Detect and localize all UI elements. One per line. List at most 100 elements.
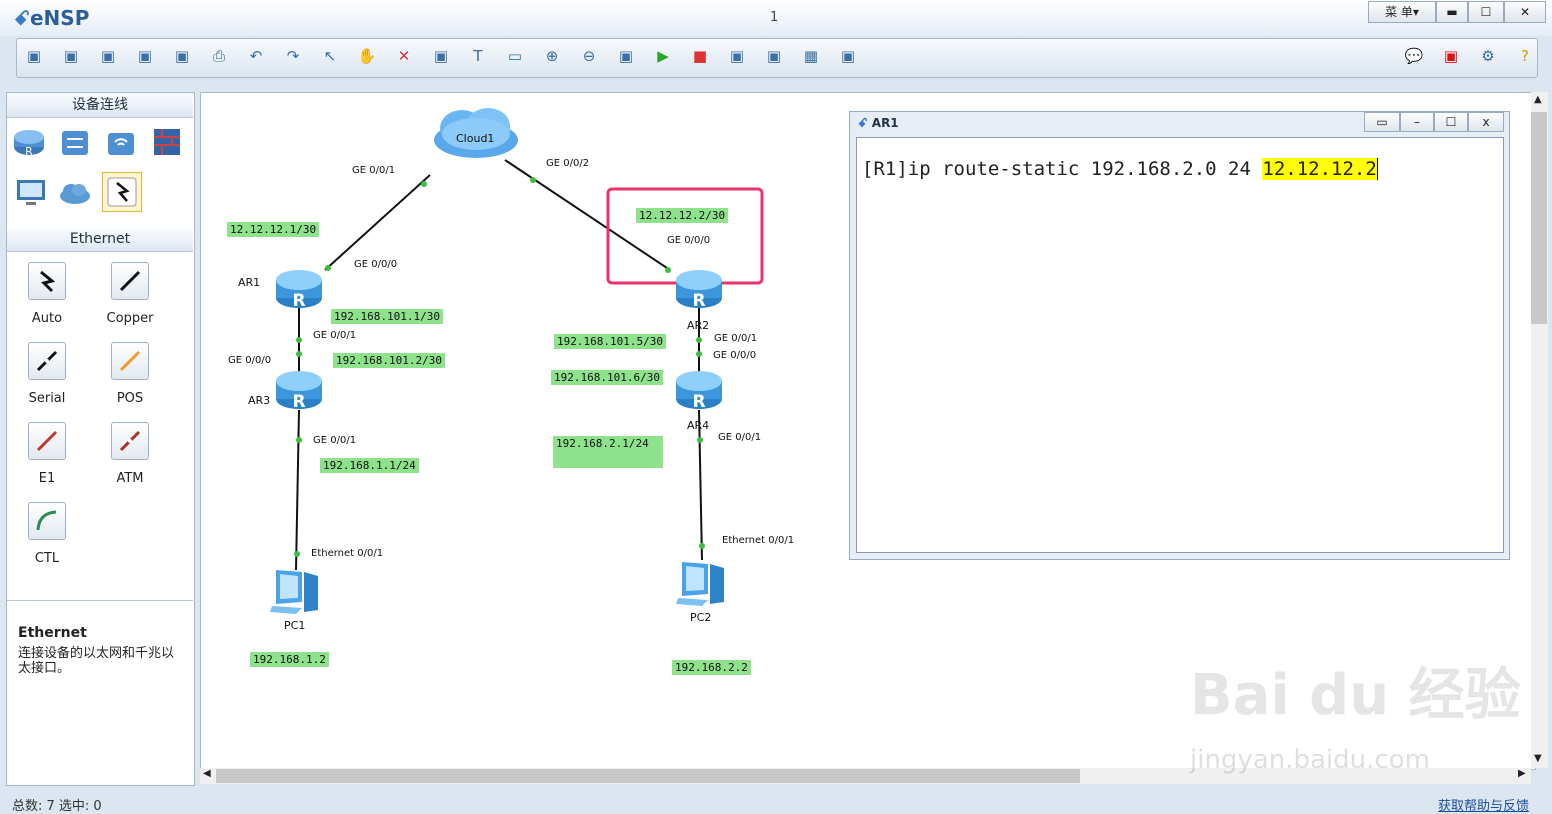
minimize-button[interactable]: ▬ [1436,1,1468,23]
delete-link-icon[interactable]: ▣ [433,47,449,65]
ar1-label: AR1 [238,276,261,289]
save-icon[interactable]: ▣ [137,47,153,65]
ip-label[interactable]: 192.168.101.1/30 [331,309,443,324]
port-label: GE 0/0/0 [228,355,272,366]
redo-icon[interactable]: ↷ [286,47,300,65]
e1-cable-button[interactable] [28,422,66,460]
svg-text:R: R [692,392,705,411]
ip-label[interactable]: 192.168.101.5/30 [554,334,666,349]
port-label: GE 0/0/0 [713,350,757,361]
close-button[interactable]: ✕ [1504,1,1546,23]
port-dot [421,181,427,187]
firewall-category-icon[interactable] [150,125,184,159]
serial-cable-button[interactable] [28,342,66,380]
maximize-button[interactable]: ☐ [1468,1,1504,23]
select-icon[interactable]: ↖ [323,47,337,65]
console-command-line[interactable]: [R1]ip route-static 192.168.2.0 24 12.12… [862,158,1378,180]
console-restore-button[interactable]: ▭ [1364,112,1400,132]
ip-label[interactable]: 192.168.1.1/24 [320,458,419,473]
console-output[interactable] [856,137,1504,553]
router-ar2-icon[interactable]: R [675,266,723,310]
router-ar1-icon[interactable]: R [275,266,323,310]
ip-label[interactable]: 192.168.2.2 [672,660,751,675]
switch-category-icon[interactable] [58,125,92,159]
zoom-in-icon[interactable]: ⊕ [545,47,559,65]
router-ar4-icon[interactable]: R [675,367,723,411]
port-label: GE 0/0/1 [714,333,758,344]
port-dot [294,551,300,557]
pc1-label: PC1 [284,619,306,632]
router-ar3-icon[interactable]: R [275,367,323,411]
vertical-scroll-thumb[interactable] [1531,112,1547,324]
rectangle-icon[interactable]: ▭ [507,47,523,65]
port-dot [697,437,703,443]
ip-label[interactable]: 192.168.101.2/30 [333,353,445,368]
title-bar [0,0,1552,36]
help-feedback-link[interactable]: 获取帮助与反馈 [1438,799,1530,814]
pc1-icon[interactable] [268,566,324,616]
ctl-cable-button[interactable] [28,502,66,540]
port-dot [696,337,702,343]
topology-icon[interactable]: ▣ [766,47,782,65]
ip-label[interactable]: 192.168.2.1/24 [553,436,663,468]
open-icon[interactable]: ▣ [100,47,116,65]
port-label: GE 0/0/1 [313,435,357,446]
undo-icon[interactable]: ↶ [249,47,263,65]
settings-icon[interactable]: ⚙ [1481,47,1495,65]
scroll-up-arrow-icon[interactable]: ▲ [1534,94,1542,105]
port-dot [296,351,302,357]
console-maximize-button[interactable]: ☐ [1434,112,1468,132]
horizontal-scroll-thumb[interactable] [216,769,1080,783]
scroll-right-arrow-icon[interactable]: ▶ [1518,768,1526,779]
console-minimize-button[interactable]: – [1400,112,1434,132]
capture-icon[interactable]: ▣ [729,47,745,65]
auto-cable-button[interactable] [28,262,66,300]
atm-cable-button[interactable] [111,422,149,460]
router-category-icon[interactable]: R [12,125,46,159]
fit-icon[interactable]: ▣ [618,47,634,65]
new-topology-alt-icon[interactable]: ▣ [63,47,79,65]
zoom-out-icon[interactable]: ⊖ [582,47,596,65]
svg-text:R: R [292,392,305,411]
start-icon[interactable]: ▶ [657,47,669,65]
port-dot [665,267,671,273]
ar4-label: AR4 [687,419,710,432]
huawei-icon[interactable]: ▣ [1443,47,1459,65]
save-as-icon[interactable]: ▣ [174,47,190,65]
port-dot [530,177,536,183]
ip-label[interactable]: 192.168.1.2 [250,652,329,667]
help-icon[interactable]: ? [1521,47,1529,65]
cloud-category-icon[interactable] [58,176,92,210]
port-label: GE 0/0/1 [313,330,357,341]
atm-cable-icon [119,430,141,452]
copper-cable-button[interactable] [111,262,149,300]
scroll-down-arrow-icon[interactable]: ▼ [1534,753,1542,764]
wireless-category-icon[interactable] [104,125,138,159]
text-icon[interactable]: T [473,47,483,65]
ip-label[interactable]: 192.168.101.6/30 [551,370,663,385]
cloud-icon[interactable] [432,104,520,160]
console-icon[interactable]: ▣ [840,47,856,65]
auto-cable-category-icon[interactable] [105,175,139,209]
port-dot [699,543,705,549]
pos-cable-button[interactable] [111,342,149,380]
text-cursor [1376,158,1378,180]
grid-icon[interactable]: ▦ [803,47,819,65]
menu-button[interactable]: 菜 单▾ [1368,1,1436,23]
atm-cable-label: ATM [116,471,144,486]
scroll-left-arrow-icon[interactable]: ◀ [203,768,211,779]
stop-icon[interactable]: ■ [692,47,708,65]
ip-label[interactable]: 12.12.12.2/30 [636,208,729,223]
pc-category-icon[interactable] [14,176,48,210]
pan-hand-icon[interactable]: ✋ [357,47,377,65]
new-topology-icon[interactable]: ▣ [26,47,42,65]
svg-text:R: R [25,145,33,158]
pc2-icon[interactable] [674,558,730,608]
print-icon[interactable]: ⎙ [212,47,225,65]
console-close-button[interactable]: x [1468,112,1504,132]
chat-icon[interactable]: 💬 [1404,47,1424,65]
port-dot [325,265,331,271]
ip-label[interactable]: 12.12.12.1/30 [227,222,320,237]
status-bar [0,790,1552,814]
delete-icon[interactable]: ✕ [397,47,411,65]
